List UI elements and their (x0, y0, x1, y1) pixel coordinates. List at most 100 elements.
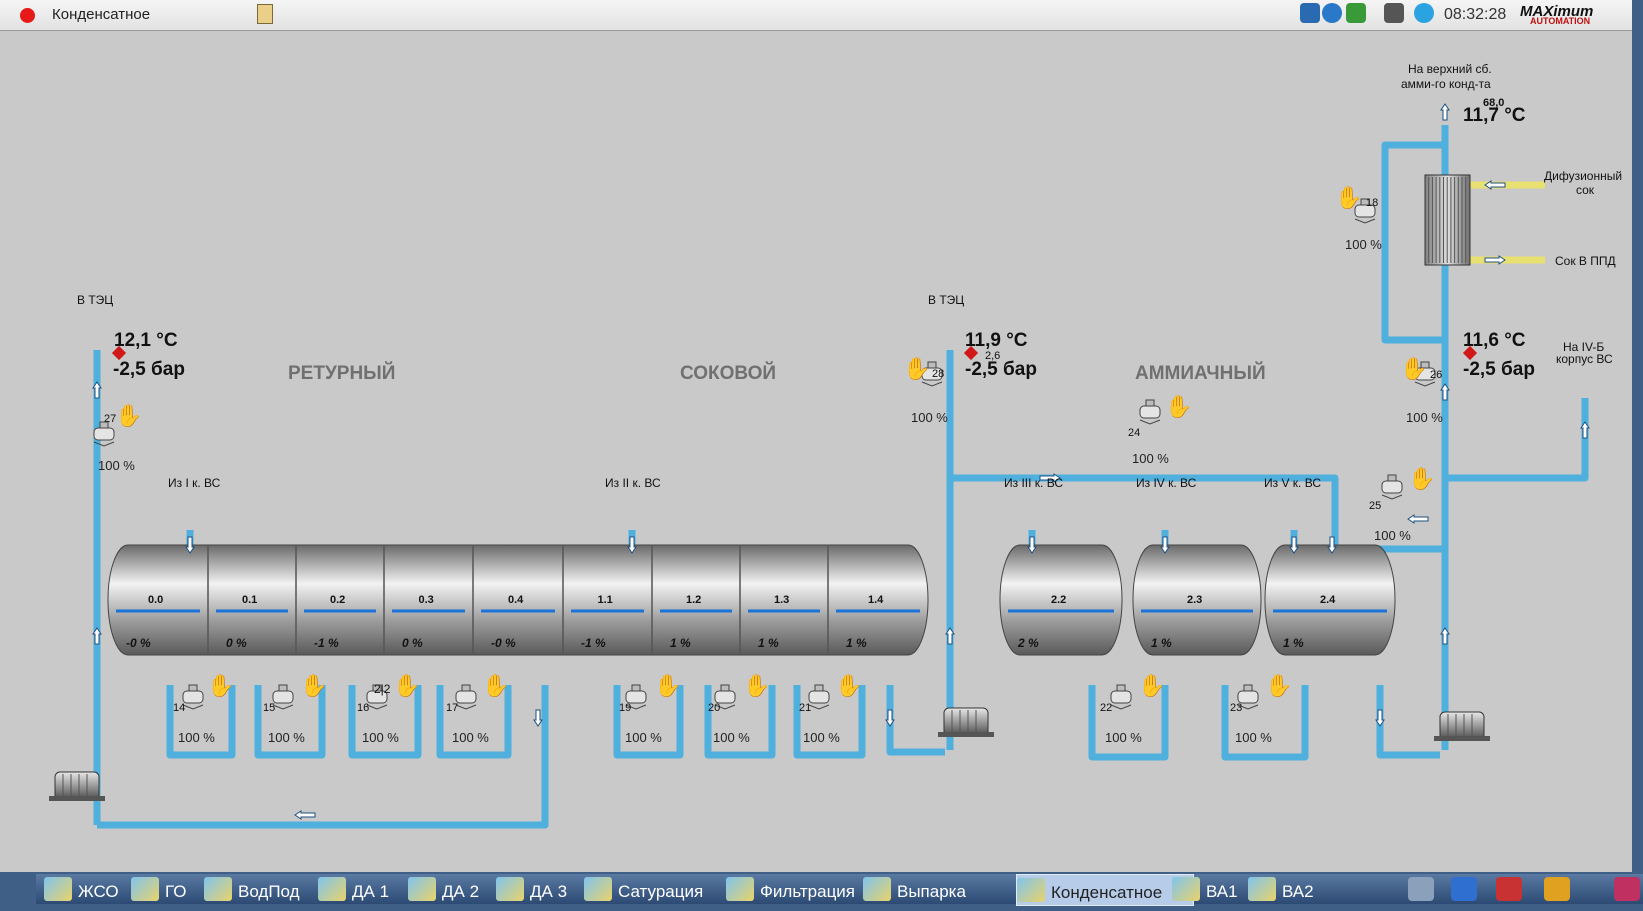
operator-icon[interactable] (1544, 877, 1570, 901)
info-icon[interactable] (1614, 877, 1640, 901)
valve-20-icon[interactable] (714, 684, 736, 710)
manual-mode-hand-icon[interactable]: ✋ (393, 673, 421, 698)
tank-level: 2 % (1018, 636, 1039, 650)
manual-mode-hand-icon[interactable]: ✋ (1165, 394, 1193, 419)
taskbar-item-label: ЖСО (78, 882, 119, 901)
refresh-icon[interactable] (1300, 3, 1320, 23)
valve-id: 19 (619, 702, 632, 714)
flow-arrow-icon (1440, 383, 1450, 401)
manual-mode-hand-icon[interactable]: ✋ (1408, 466, 1436, 491)
section-juice-title: СОКОВОЙ (680, 363, 777, 384)
taskbar-item[interactable]: ЖСО (44, 874, 119, 904)
taskbar-item[interactable]: ВА1 (1172, 874, 1238, 904)
valve-percent: 100 % (1345, 237, 1382, 252)
taskbar-item[interactable]: ГО (131, 874, 186, 904)
screen-thumbnail-icon (318, 877, 346, 901)
logo: MAXimum (1520, 3, 1594, 20)
manual-mode-hand-icon[interactable]: ✋ (1138, 673, 1166, 698)
valve-14-icon[interactable] (182, 684, 204, 710)
valve-24-icon[interactable] (1139, 399, 1161, 425)
manual-mode-hand-icon[interactable]: ✋ (115, 403, 143, 428)
tank-level: 1 % (670, 636, 691, 650)
tank-name: 0.0 (148, 594, 164, 606)
valve-percent: 100 % (1374, 528, 1411, 543)
valve-18-icon[interactable] (1354, 198, 1376, 224)
manual-mode-hand-icon[interactable]: ✋ (207, 673, 235, 698)
from-2-label: Из II к. ВС (605, 476, 661, 490)
pipe-segment (1445, 398, 1589, 482)
user-icon[interactable] (1384, 3, 1404, 23)
taskbar-item[interactable]: Фильтрация (726, 874, 855, 904)
valve-25-icon[interactable] (1381, 474, 1403, 500)
settings-icon[interactable] (1451, 877, 1477, 901)
left-pressure: -2,5 бар (113, 359, 185, 380)
valve-percent: 100 % (98, 458, 135, 473)
pump-mid-icon[interactable] (938, 707, 994, 737)
manual-mode-hand-icon[interactable]: ✋ (743, 673, 771, 698)
taskbar-item[interactable]: Выпарка (863, 874, 966, 904)
taskbar-item[interactable]: ДА 2 (408, 874, 479, 904)
valve-23-icon[interactable] (1237, 684, 1259, 710)
clipboard-icon[interactable] (257, 4, 273, 24)
valve-27-icon[interactable] (93, 421, 115, 447)
diffusion-juice-label-2: сок (1576, 183, 1595, 197)
section-return-title: РЕТУРНЫЙ (288, 363, 396, 384)
trend-icon[interactable] (1496, 877, 1522, 901)
manual-mode-hand-icon[interactable]: ✋ (654, 673, 682, 698)
valve-16-icon[interactable] (366, 684, 388, 710)
valve-percent: 100 % (625, 730, 662, 745)
valve-21-icon[interactable] (808, 684, 830, 710)
valve-id: 20 (708, 702, 721, 714)
pipe-segment (1221, 685, 1309, 761)
flow-arrow-icon (185, 536, 195, 554)
valve-22-icon[interactable] (1110, 684, 1132, 710)
taskbar-item-label: Выпарка (897, 882, 966, 901)
screen-thumbnail-icon (44, 877, 72, 901)
valve-15-icon[interactable] (272, 684, 294, 710)
manual-mode-hand-icon[interactable]: ✋ (903, 356, 931, 381)
valve-19-icon[interactable] (625, 684, 647, 710)
manual-mode-hand-icon[interactable]: ✋ (1400, 356, 1428, 381)
from-3-label: Из III к. ВС (1004, 476, 1063, 490)
network-icon[interactable] (1346, 3, 1366, 23)
taskbar-item[interactable]: Сатурация (584, 874, 703, 904)
tank-name: 0.2 (330, 594, 346, 606)
flow-arrow-icon (1580, 421, 1590, 439)
tank-name: 2.3 (1187, 594, 1203, 606)
valve-17-icon[interactable] (455, 684, 477, 710)
tank-level: -0 % (491, 636, 516, 650)
taskbar-item[interactable]: ВодПод (204, 874, 300, 904)
manual-mode-hand-icon[interactable]: ✋ (300, 673, 328, 698)
pipe-segment (1381, 141, 1445, 344)
valve-percent: 100 % (1105, 730, 1142, 745)
menu-icon[interactable] (1408, 877, 1434, 901)
flow-arrow-icon (1440, 627, 1450, 645)
tank-name: 1.2 (686, 594, 702, 606)
pump-left-icon[interactable] (49, 771, 105, 801)
tank-name: 1.1 (597, 594, 613, 606)
valve-28-icon[interactable] (921, 361, 943, 387)
valve-26-icon[interactable] (1414, 361, 1436, 387)
valve-id: 18 (1366, 197, 1379, 209)
tank-level: 1 % (1283, 636, 1304, 650)
chat-icon[interactable] (1322, 3, 1342, 23)
taskbar-item[interactable]: Конденсатное (1016, 874, 1194, 906)
pump-right-icon[interactable] (1434, 711, 1490, 741)
taskbar-item[interactable]: ДА 3 (496, 874, 567, 904)
pipe-segment (704, 685, 776, 759)
manual-mode-hand-icon[interactable]: ✋ (1265, 673, 1293, 698)
tank-level: 1 % (846, 636, 867, 650)
tank-name: 2.4 (1320, 594, 1336, 606)
taskbar-item[interactable]: ДА 1 (318, 874, 389, 904)
valve-id: 24 (1128, 427, 1141, 439)
manual-mode-hand-icon[interactable]: ✋ (835, 673, 863, 698)
heat-exchanger-icon[interactable] (1424, 174, 1471, 266)
flow-arrow-icon (945, 627, 955, 645)
manual-mode-hand-icon[interactable]: ✋ (1335, 185, 1363, 210)
pipe-segment (436, 685, 512, 759)
taskbar-item[interactable]: ВА2 (1248, 874, 1314, 904)
valve-percent: 100 % (268, 730, 305, 745)
telegram-icon[interactable] (1414, 3, 1434, 23)
flow-arrow-icon (1407, 514, 1429, 524)
manual-mode-hand-icon[interactable]: ✋ (482, 673, 510, 698)
